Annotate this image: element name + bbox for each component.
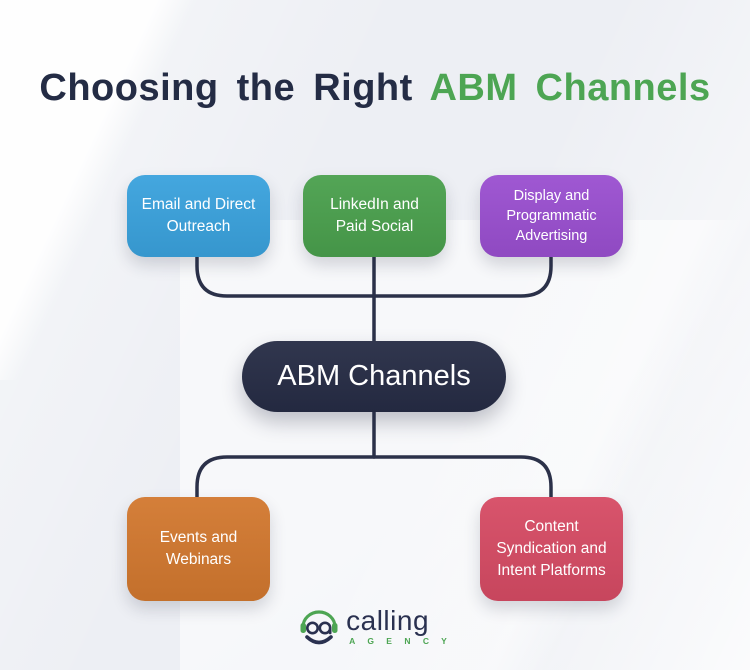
- channel-label: Events and Webinars: [159, 529, 238, 568]
- channel-label: Display and Programmatic Advertising: [506, 187, 597, 245]
- channel-label: Content Syndication and Intent Platforms: [496, 518, 607, 579]
- headset-smiley-icon: [300, 610, 338, 645]
- central-node-abm-channels: ABM Channels: [242, 341, 506, 412]
- channel-box-content-syndication: Content Syndication and Intent Platforms: [480, 497, 623, 601]
- calling-agency-logo: calling A G E N C Y: [0, 606, 750, 648]
- channel-label: Email and Direct Outreach: [141, 196, 256, 235]
- channel-box-linkedin-paid-social: LinkedIn and Paid Social: [303, 175, 446, 257]
- central-node-label: ABM Channels: [277, 360, 471, 392]
- bottom-bracket-connector: [195, 455, 553, 501]
- title-prefix: Choosing the Right: [39, 67, 413, 109]
- title-highlight: ABM Channels: [429, 67, 711, 109]
- channel-label: LinkedIn and Paid Social: [330, 196, 419, 235]
- logo-name: calling: [346, 604, 430, 636]
- channel-box-events-webinars: Events and Webinars: [127, 497, 270, 601]
- page-title: Choosing the Right ABM Channels: [0, 66, 750, 112]
- channel-box-email-direct-outreach: Email and Direct Outreach: [127, 175, 270, 257]
- logo-tagline: A G E N C Y: [349, 636, 452, 647]
- channel-box-display-programmatic: Display and Programmatic Advertising: [480, 175, 623, 257]
